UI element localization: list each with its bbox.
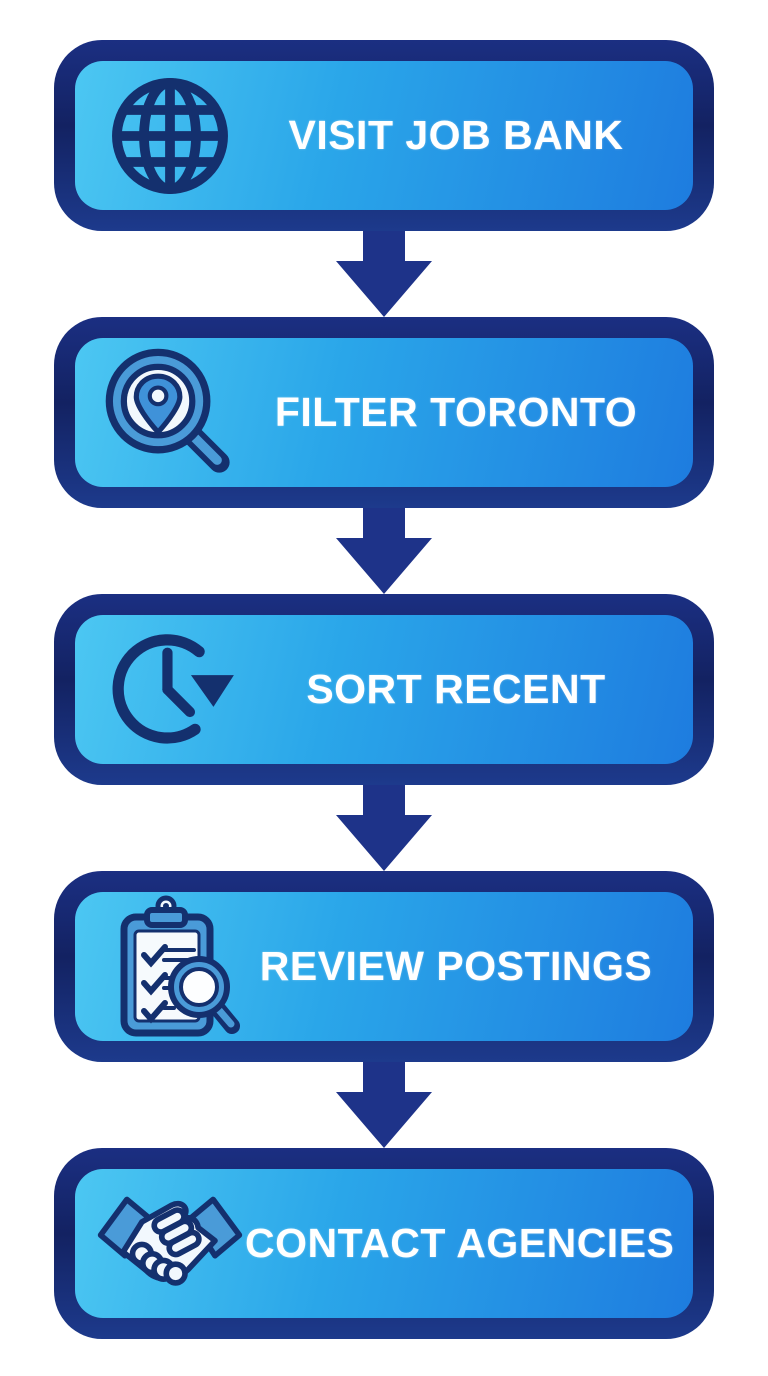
step-review-postings: REVIEW POSTINGS bbox=[54, 871, 714, 1062]
step-sort-recent: SORT RECENT bbox=[54, 594, 714, 785]
step-inner: CONTACT AGENCIES bbox=[75, 1169, 693, 1318]
step-label: REVIEW POSTINGS bbox=[259, 943, 653, 989]
step-contact-agencies: CONTACT AGENCIES bbox=[54, 1148, 714, 1339]
step-label: CONTACT AGENCIES bbox=[245, 1220, 675, 1266]
step-label: SORT RECENT bbox=[306, 666, 606, 712]
step-label: VISIT JOB BANK bbox=[288, 112, 624, 158]
down-arrow bbox=[336, 508, 432, 594]
clipboard-checklist-search-icon bbox=[95, 893, 245, 1041]
step-inner: REVIEW POSTINGS bbox=[75, 892, 693, 1041]
step-label: FILTER TORONTO bbox=[274, 389, 638, 435]
down-arrow bbox=[336, 231, 432, 317]
globe-icon bbox=[95, 71, 245, 201]
step-visit-job-bank: VISIT JOB BANK bbox=[54, 40, 714, 231]
location-search-icon bbox=[95, 343, 245, 483]
step-inner: VISIT JOB BANK bbox=[75, 61, 693, 210]
step-filter-toronto: FILTER TORONTO bbox=[54, 317, 714, 508]
down-arrow bbox=[336, 785, 432, 871]
step-inner: FILTER TORONTO bbox=[75, 338, 693, 487]
step-inner: SORT RECENT bbox=[75, 615, 693, 764]
handshake-icon bbox=[95, 1180, 245, 1308]
clock-history-icon bbox=[95, 621, 245, 759]
down-arrow bbox=[336, 1062, 432, 1148]
